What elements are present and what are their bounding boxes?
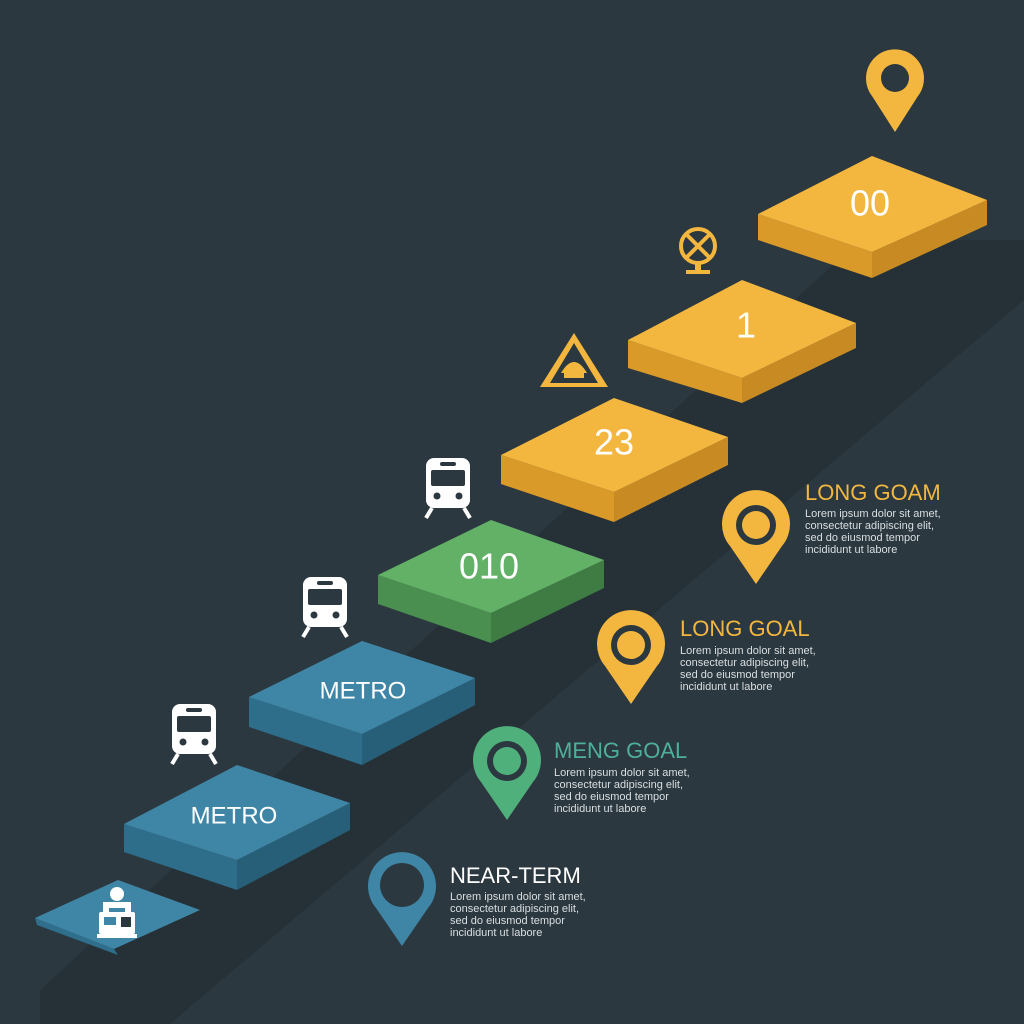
step-5-label: 1 <box>736 305 756 346</box>
step-0 <box>35 880 200 955</box>
goal-text-line: sed do eiusmod tempor <box>450 915 565 927</box>
step-3-side-left <box>378 575 491 643</box>
step-6: 00 <box>758 156 987 278</box>
step-2-top <box>249 641 475 734</box>
goal-block-2: MENG GOAL Lorem ipsum dolor sit amet, co… <box>554 738 690 815</box>
step-2-side-left <box>249 697 362 765</box>
goal-text-line: Lorem ipsum dolor sit amet, <box>805 508 941 520</box>
step-2-label: METRO <box>320 677 407 704</box>
goal-text-line: sed do eiusmod tempor <box>805 532 920 544</box>
step-2-side-right <box>362 678 475 765</box>
step-2: METRO <box>249 641 475 765</box>
train-icon <box>424 458 472 520</box>
goal-text-line: consectetur adipiscing elit, <box>450 903 579 915</box>
step-4-top <box>501 398 728 492</box>
step-4-side-left <box>501 455 614 522</box>
step-5-top <box>628 280 856 378</box>
warning-sign-icon <box>540 333 608 387</box>
step-3-top <box>378 520 604 613</box>
step-1-label: METRO <box>191 802 278 829</box>
goal-pin-long-goam <box>722 490 790 584</box>
goal-pin-long-goal <box>597 610 665 704</box>
goal-text-line: incididunt ut labore <box>805 544 897 556</box>
step-5-side-left <box>628 340 742 403</box>
signal-icon <box>679 227 717 274</box>
map-pin-icon <box>866 49 924 132</box>
step-3: 010 <box>378 520 604 643</box>
step-6-top <box>758 156 987 252</box>
goal-title: LONG GOAL <box>680 616 810 641</box>
goal-block-0: LONG GOAM Lorem ipsum dolor sit amet, co… <box>805 480 941 556</box>
goal-pin-near-term <box>368 852 436 946</box>
step-1-top <box>124 765 350 860</box>
worker-icon <box>97 887 137 938</box>
step-5-side-right <box>742 323 856 403</box>
goal-text-line: Lorem ipsum dolor sit amet, <box>554 767 690 779</box>
step-1-side-right <box>237 803 350 890</box>
step-5: 1 <box>628 280 856 403</box>
step-6-side-right <box>872 200 987 278</box>
step-4: 23 <box>501 398 728 522</box>
step-4-side-right <box>614 437 728 522</box>
goal-text-line: sed do eiusmod tempor <box>554 791 669 803</box>
step-0-side <box>35 918 118 955</box>
train-icon <box>301 577 349 639</box>
goal-text-line: incididunt ut labore <box>450 927 542 939</box>
goal-text-line: incididunt ut labore <box>680 681 772 693</box>
goal-text-line: consectetur adipiscing elit, <box>680 657 809 669</box>
goal-text-line: consectetur adipiscing elit, <box>554 779 683 791</box>
goal-title: NEAR-TERM <box>450 863 581 888</box>
step-3-side-right <box>491 560 604 643</box>
goal-title: LONG GOAM <box>805 480 941 505</box>
goal-text-line: Lorem ipsum dolor sit amet, <box>450 891 586 903</box>
goal-block-3: NEAR-TERM Lorem ipsum dolor sit amet, co… <box>450 863 586 939</box>
goal-text-line: sed do eiusmod tempor <box>680 669 795 681</box>
step-1: METRO <box>124 765 350 890</box>
step-3-label: 010 <box>459 546 519 587</box>
goal-pin-meng-goal <box>473 726 541 820</box>
goal-text-line: Lorem ipsum dolor sit amet, <box>680 645 816 657</box>
goal-title: MENG GOAL <box>554 738 687 763</box>
goal-text-line: incididunt ut labore <box>554 803 646 815</box>
goal-block-1: LONG GOAL Lorem ipsum dolor sit amet, co… <box>680 616 816 693</box>
train-icon <box>170 704 218 766</box>
goal-text-line: consectetur adipiscing elit, <box>805 520 934 532</box>
step-4-label: 23 <box>594 422 634 463</box>
step-1-side-left <box>124 824 237 890</box>
step-6-label: 00 <box>850 183 890 224</box>
step-6-side-left <box>758 214 872 278</box>
